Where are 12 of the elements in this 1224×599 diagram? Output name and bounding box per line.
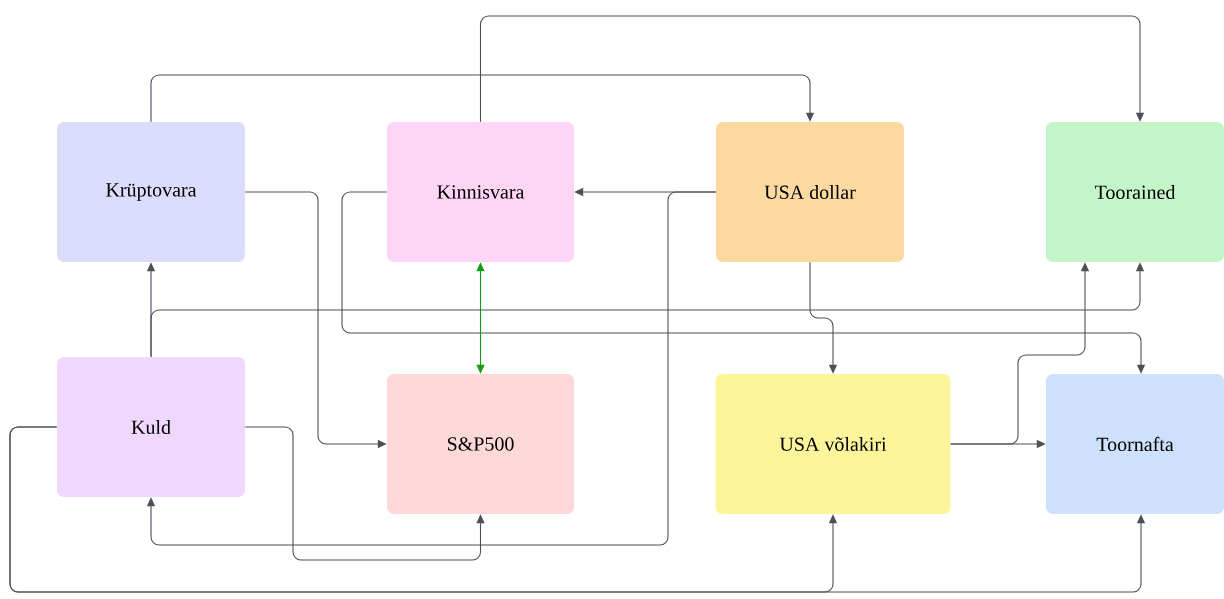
process-box: USA dollar [716,122,904,262]
arrow [146,191,717,546]
process-box: USA võlakiri [715,374,951,514]
process-box: Kinnisvara [387,122,574,262]
arrow [479,15,1145,123]
process-box: S&P500 [387,374,574,514]
process-box: Toornafta [1046,374,1224,514]
process-box: Kuld [57,357,245,497]
process-box: Toorained [1046,122,1224,262]
process-box: Krüptovara [57,122,245,262]
arrow [150,74,815,123]
arrow [244,426,485,561]
